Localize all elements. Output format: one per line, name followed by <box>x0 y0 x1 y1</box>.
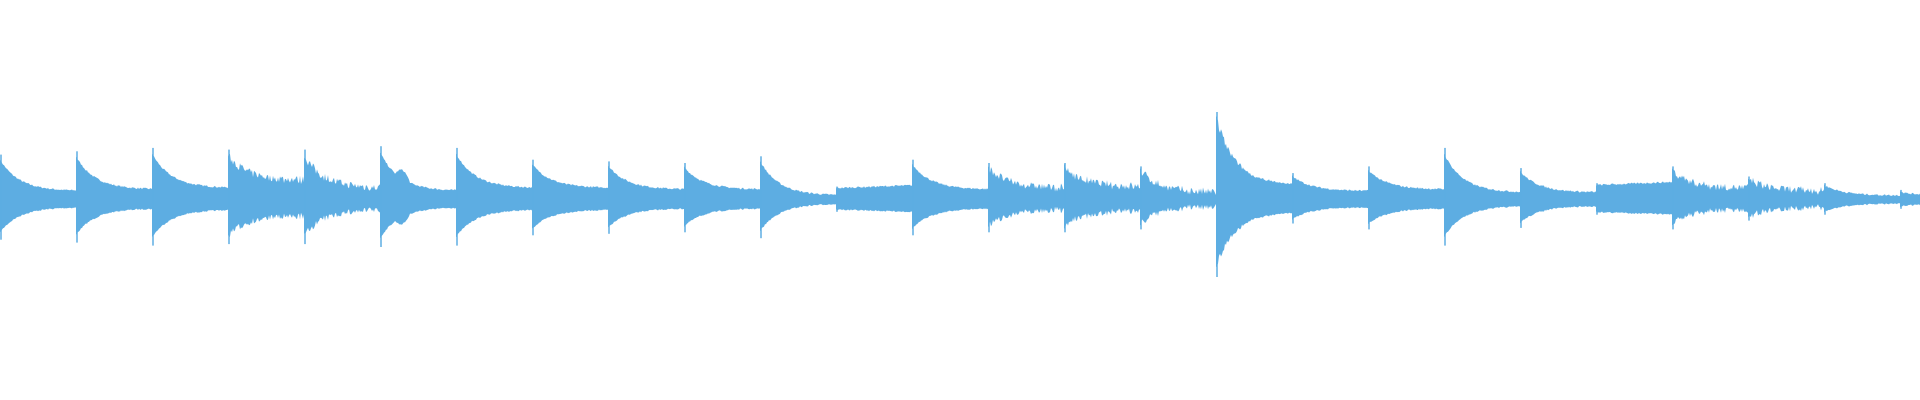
waveform-segment <box>1368 170 1444 224</box>
waveform-segment <box>1824 184 1900 213</box>
waveform-segment <box>684 166 760 227</box>
waveform-segment <box>1216 116 1292 268</box>
waveform-segment <box>988 166 1064 227</box>
waveform-segment <box>912 164 988 229</box>
waveform-segment <box>380 152 456 238</box>
waveform-segment <box>1140 168 1216 226</box>
waveform-segment <box>1900 191 1920 207</box>
waveform-segment <box>1444 154 1520 237</box>
waveform-segment <box>0 160 76 232</box>
waveform-bars <box>0 112 1920 277</box>
waveform-segment <box>152 154 228 237</box>
waveform-segment <box>1064 164 1140 229</box>
waveform-segment <box>1596 181 1672 215</box>
waveform-segment <box>532 164 608 229</box>
waveform-segment <box>836 184 912 213</box>
waveform-segment <box>456 153 532 238</box>
waveform-segment <box>1748 177 1824 218</box>
waveform-segment <box>228 153 304 238</box>
waveform-segment <box>1672 168 1748 226</box>
waveform-segment <box>304 156 380 235</box>
waveform-segment <box>76 156 152 235</box>
waveform-segment <box>608 165 684 228</box>
waveform-segment <box>760 161 836 231</box>
waveform-segment <box>1292 175 1368 220</box>
waveform-segment <box>1520 170 1596 224</box>
